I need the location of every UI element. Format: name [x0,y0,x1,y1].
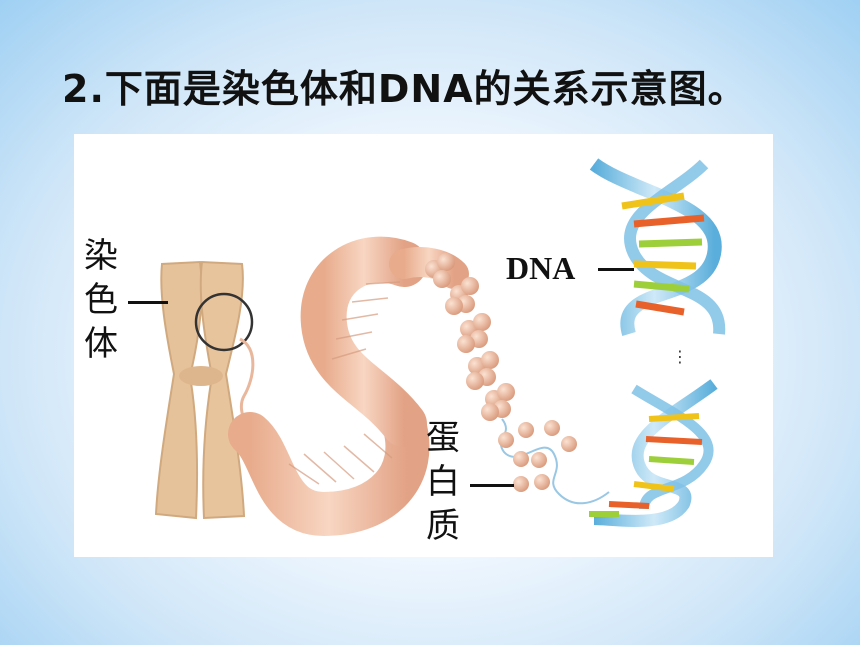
label-chromosome-char: 染 [84,236,118,276]
label-chromosome-char: 色 [84,280,118,320]
zoom-circle [194,292,254,352]
label-chromosome: 染 色 体 [84,234,118,366]
label-protein-char: 白 [426,462,460,502]
page-title: 2.下面是染色体和DNA的关系示意图。 [62,67,747,111]
label-protein: 蛋 白 质 [426,416,460,548]
protein-balls [498,420,577,492]
label-chromosome-pointer [128,301,168,304]
label-protein-char: 质 [426,506,460,546]
label-protein-char: 蛋 [426,418,460,458]
dna-double-helix: ⋮ [589,158,726,527]
label-dna: DNA [506,250,576,286]
label-dna-pointer [598,268,634,271]
chromosome-shape [154,260,246,520]
diagram-panel: ⋮ [74,134,773,557]
nucleosome-clusters [425,253,515,421]
label-protein-pointer [470,484,514,487]
coiled-chromatin [228,236,469,537]
chromosome-dna-diagram: ⋮ [154,158,726,537]
svg-text:⋮: ⋮ [672,347,688,366]
label-chromosome-char: 体 [84,324,118,364]
